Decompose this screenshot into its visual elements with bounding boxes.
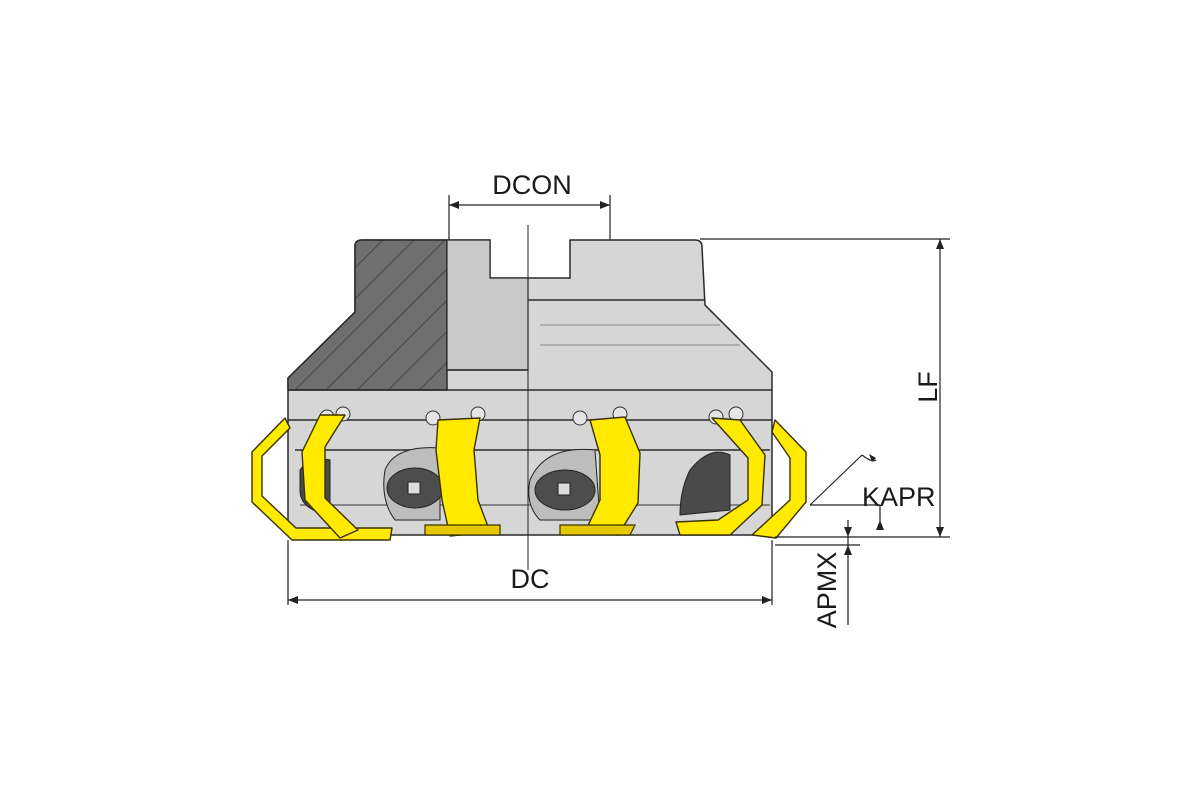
dimension-apmx: APMX [775, 520, 860, 628]
dimension-dc: DC [287, 540, 773, 605]
dimension-lf: LF [700, 238, 950, 538]
lf-label: LF [913, 371, 943, 403]
dimension-dcon: DCON [448, 170, 611, 240]
dimension-kapr: KAPR [809, 454, 936, 530]
cutting-inserts [251, 414, 807, 541]
insert [301, 414, 359, 539]
dc-label: DC [511, 564, 550, 594]
kapr-label: KAPR [862, 482, 936, 512]
apmx-label: APMX [812, 552, 842, 629]
insert [675, 417, 766, 536]
dcon-label: DCON [492, 170, 572, 200]
sectioned-half [287, 239, 448, 391]
insert [251, 417, 393, 541]
cutter-body [287, 239, 773, 536]
insert [751, 419, 807, 539]
